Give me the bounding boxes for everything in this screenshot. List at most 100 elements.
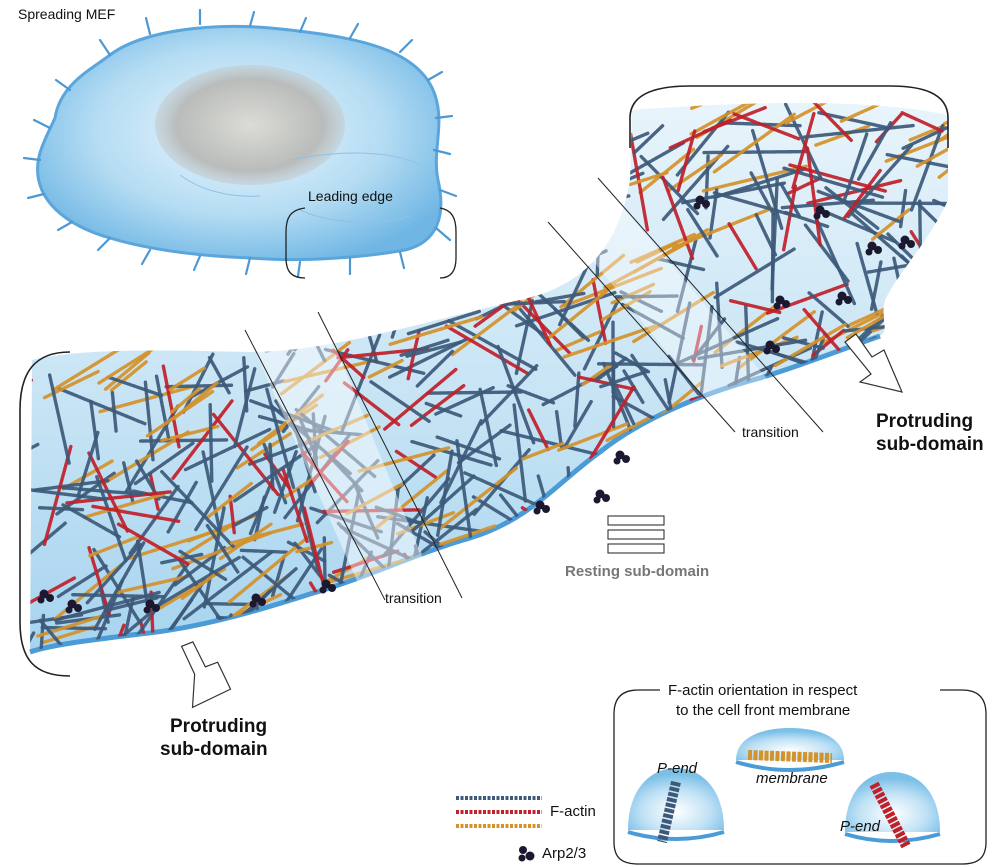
actin-filament <box>409 384 466 428</box>
actin-filament <box>87 545 112 617</box>
actin-filament <box>603 478 665 503</box>
actin-filament <box>239 548 289 554</box>
actin-filament <box>656 257 706 272</box>
actin-filament <box>900 111 944 133</box>
actin-filament <box>605 415 652 443</box>
arp23-complex <box>152 604 160 612</box>
actin-filament <box>727 222 758 271</box>
actin-filament <box>92 547 142 625</box>
protruding-arrow-right <box>844 333 904 393</box>
arp23-complex <box>844 296 852 304</box>
actin-filament <box>302 428 364 437</box>
actin-filament <box>406 309 481 336</box>
actin-filament <box>817 110 889 130</box>
actin-filament <box>345 482 404 516</box>
actin-filament <box>378 299 425 316</box>
actin-filament <box>732 112 801 141</box>
arp23-complex <box>695 195 705 205</box>
actin-filament <box>719 335 799 368</box>
actin-filament <box>89 399 101 461</box>
actin-filament <box>201 450 222 532</box>
actin-filament <box>610 501 667 507</box>
resting-stack-icon <box>607 515 665 554</box>
arp23-complex <box>835 298 843 306</box>
actin-filament <box>208 402 214 483</box>
arp23-complex <box>613 457 621 465</box>
actin-filament <box>582 296 621 371</box>
actin-filament <box>178 559 223 623</box>
actin-filament <box>613 351 651 374</box>
actin-filament <box>520 441 565 461</box>
actin-filament <box>369 380 432 424</box>
protruding-bracket-right <box>629 85 949 148</box>
actin-filament <box>339 525 421 565</box>
actin-filament <box>502 299 566 306</box>
actin-filament <box>562 324 658 359</box>
actin-filament <box>30 378 34 428</box>
actin-filament <box>807 291 850 328</box>
arp23-complex <box>900 235 910 245</box>
arp23-complex <box>542 505 550 513</box>
actin-filament <box>405 340 463 358</box>
actin-filament <box>182 550 274 621</box>
pend-left-label: P-end <box>657 760 698 777</box>
actin-filament <box>856 121 893 181</box>
actin-filament <box>675 238 698 313</box>
actin-filament <box>820 379 857 438</box>
actin-filament <box>418 285 493 297</box>
actin-filament <box>809 310 824 369</box>
actin-filament <box>450 300 524 357</box>
arp23-complex <box>249 600 257 608</box>
actin-filament <box>367 358 405 379</box>
actin-filament <box>702 149 808 155</box>
actin-filament <box>357 446 451 473</box>
actin-filament <box>871 208 911 241</box>
legend-arp-label: Arp2/3 <box>542 845 587 862</box>
actin-filament <box>791 111 816 190</box>
actin-filament <box>160 469 237 550</box>
arp23-complex <box>593 496 601 504</box>
actin-filament <box>900 254 948 301</box>
actin-filament <box>218 522 273 561</box>
actin-filament <box>553 307 585 339</box>
arp23-complex <box>702 200 710 208</box>
actin-filament <box>30 631 36 652</box>
arp23-complex <box>815 205 825 215</box>
actin-filament <box>435 435 502 461</box>
actin-filament <box>114 574 191 595</box>
actin-filament <box>615 448 706 519</box>
actin-filament <box>388 314 484 347</box>
actin-filament <box>839 350 856 430</box>
actin-filament <box>830 394 887 402</box>
actin-filament <box>520 506 581 546</box>
actin-filament <box>352 482 380 540</box>
actin-filament <box>909 123 945 212</box>
actin-filament <box>632 124 665 155</box>
protruding-left-line2: sub-domain <box>160 739 268 760</box>
actin-filament <box>183 427 272 472</box>
actin-filament <box>331 348 366 380</box>
arp23-complex <box>145 599 155 609</box>
actin-filament <box>415 349 455 389</box>
membrane-label: membrane <box>756 770 828 787</box>
actin-filament <box>131 489 194 505</box>
actin-filament <box>805 146 822 247</box>
actin-filament <box>667 301 692 404</box>
actin-filament <box>589 385 636 460</box>
actin-filament <box>271 351 296 389</box>
actin-filament <box>178 549 228 582</box>
actin-filament <box>930 345 948 386</box>
actin-filament <box>348 273 436 281</box>
actin-filament <box>736 310 816 370</box>
actin-filament <box>839 103 936 123</box>
filament-perpendicular <box>657 780 681 844</box>
transition-line <box>547 221 736 433</box>
actin-filament <box>712 191 797 218</box>
actin-filament <box>33 478 110 492</box>
actin-filament <box>371 469 449 532</box>
actin-filament <box>454 259 533 293</box>
transition-region-right <box>560 180 810 430</box>
protruding-bracket-left <box>19 351 71 677</box>
arp23-complex <box>602 494 610 502</box>
actin-filament <box>573 371 581 429</box>
